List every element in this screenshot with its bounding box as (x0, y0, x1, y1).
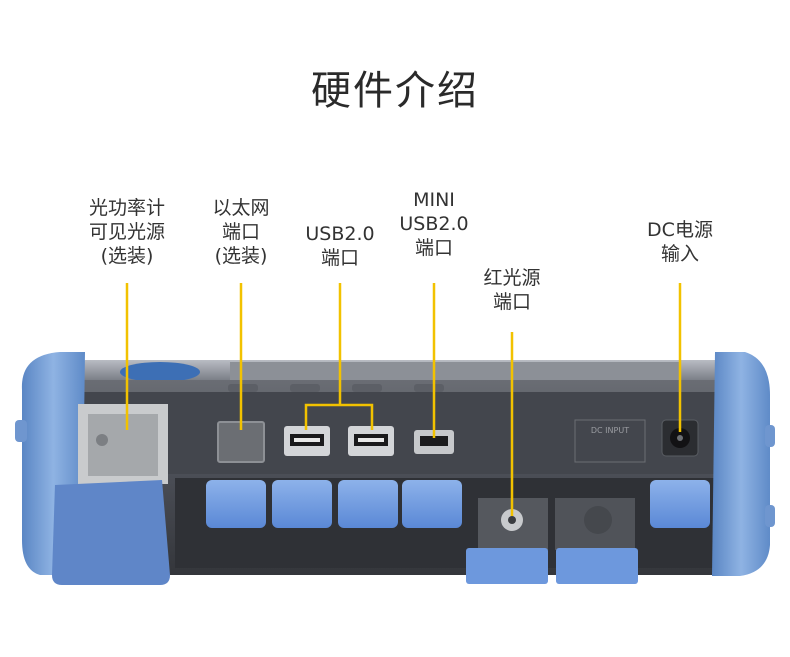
label-red-light-port: 红光源 端口 (483, 266, 540, 314)
label-line: 红光源 (483, 267, 541, 289)
label-line: MINI (413, 189, 455, 211)
label-line: USB2.0 (399, 213, 469, 235)
page-title: 硬件介绍 (311, 68, 479, 114)
spare-port-cap[interactable] (556, 548, 638, 584)
label-line: 端口 (320, 247, 359, 269)
label-line: (选装) (214, 245, 268, 267)
label-line: 端口 (414, 237, 453, 259)
leader-lines (125, 283, 682, 516)
label-ethernet-port: 以太网 端口 (选装) (212, 196, 269, 268)
dc-input-marking: DC INPUT (574, 419, 646, 463)
label-line: 输入 (660, 243, 699, 265)
label-line: 端口 (492, 291, 532, 313)
label-dc-power-input: DC电源 输入 (647, 218, 713, 266)
label-line: 端口 (221, 221, 261, 243)
red-light-port (478, 498, 635, 550)
leader-usb-branch (304, 403, 374, 430)
mini-usb-port (414, 430, 454, 454)
usb-port-2-cap[interactable] (338, 480, 398, 528)
mini-usb-port-cap[interactable] (402, 480, 462, 528)
label-line: 光功率计 (88, 197, 166, 219)
label-opm-vfl-port: 光功率计 可见光源 (选装) (89, 196, 165, 268)
label-line: 以太网 (212, 197, 270, 219)
label-line: (选装) (100, 245, 154, 267)
port-caps (206, 480, 710, 528)
ethernet-port-cap[interactable] (206, 480, 266, 528)
right-bumper (712, 352, 775, 576)
label-usb-port: USB2.0 端口 (305, 222, 374, 270)
usb-port-2 (348, 426, 394, 456)
dc-port-cap[interactable] (650, 480, 710, 528)
label-line: DC电源 (647, 219, 713, 241)
usb-port-1 (284, 426, 330, 456)
device-top-surface (70, 360, 735, 382)
label-line: 可见光源 (88, 221, 166, 243)
red-light-port-cap[interactable] (466, 548, 548, 584)
top-buttons (228, 384, 444, 392)
label-mini-usb-port: MINI USB2.0 端口 (399, 188, 468, 260)
dc-input-text: DC INPUT (591, 426, 629, 435)
upper-port-panel (72, 392, 727, 474)
opm-port-cap[interactable] (52, 480, 170, 585)
opm-vfl-port (78, 404, 168, 484)
dc-power-jack (661, 419, 699, 457)
usb-port-1-cap[interactable] (272, 480, 332, 528)
label-line: USB2.0 (305, 223, 375, 245)
